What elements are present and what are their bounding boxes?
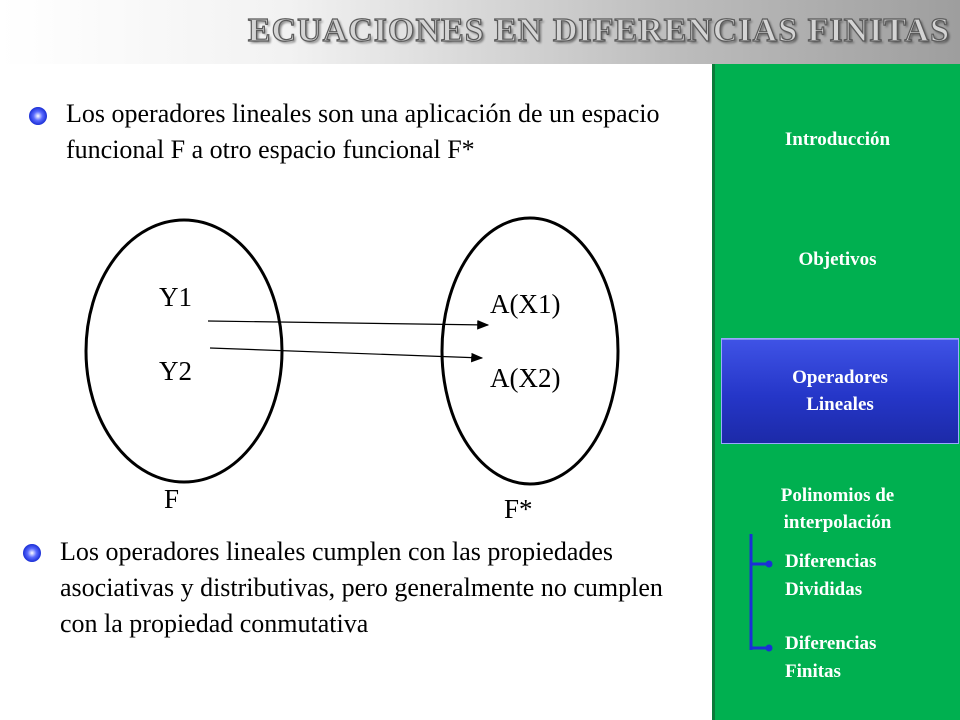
- slide-title: ECUACIONES EN DIFERENCIAS FINITAS: [247, 11, 950, 49]
- arrow-y2: [209, 347, 484, 363]
- set-f-item-y2: Y2: [159, 356, 192, 386]
- bullet-icon: [23, 544, 41, 562]
- sidebar: Introducción Objetivos Operadores Lineal…: [712, 64, 960, 720]
- subitem-finitas-line1: Diferencias: [785, 633, 877, 654]
- nav-operadores-lineales[interactable]: Operadores Lineales: [721, 338, 959, 444]
- subitem-diferencias-divididas[interactable]: Diferencias Divididas: [785, 548, 876, 604]
- properties-paragraph: Los operadores lineales cumplen con las …: [60, 537, 663, 638]
- nav-operadores-line1: Operadores: [792, 367, 888, 388]
- subitem-finitas-line2: Finitas: [785, 661, 841, 682]
- arrow-y1: [207, 320, 490, 330]
- bullet-icon: [29, 107, 47, 125]
- intro-paragraph: Los operadores lineales son una aplicaci…: [66, 99, 660, 164]
- nav-polinomios-line2: interpolación: [783, 512, 892, 533]
- subitem-tree-connector: [749, 534, 773, 652]
- nav-polinomios-interpolacion[interactable]: Polinomios de interpolación: [715, 482, 960, 536]
- set-f-item-y1: Y1: [159, 282, 192, 312]
- nav-introduccion[interactable]: Introducción: [784, 129, 891, 150]
- nav-objetivos[interactable]: Objetivos: [798, 249, 877, 270]
- nav-operadores-line2: Lineales: [806, 394, 874, 415]
- set-f-star-label: F*: [504, 494, 533, 524]
- mapping-diagram: [84, 216, 620, 486]
- set-f-star-item-ax1: A(X1): [490, 289, 561, 319]
- set-f-ellipse: [84, 218, 284, 484]
- subitem-divididas-line2: Divididas: [785, 579, 863, 600]
- subitem-diferencias-finitas[interactable]: Diferencias Finitas: [785, 630, 876, 686]
- set-f-star-item-ax2: A(X2): [490, 363, 561, 393]
- nav-polinomios-line1: Polinomios de: [780, 485, 895, 506]
- set-f-star-ellipse: [440, 216, 620, 486]
- set-f-label: F: [164, 484, 180, 514]
- subitem-divididas-line1: Diferencias: [785, 551, 877, 572]
- title-band: ECUACIONES EN DIFERENCIAS FINITAS: [0, 0, 960, 64]
